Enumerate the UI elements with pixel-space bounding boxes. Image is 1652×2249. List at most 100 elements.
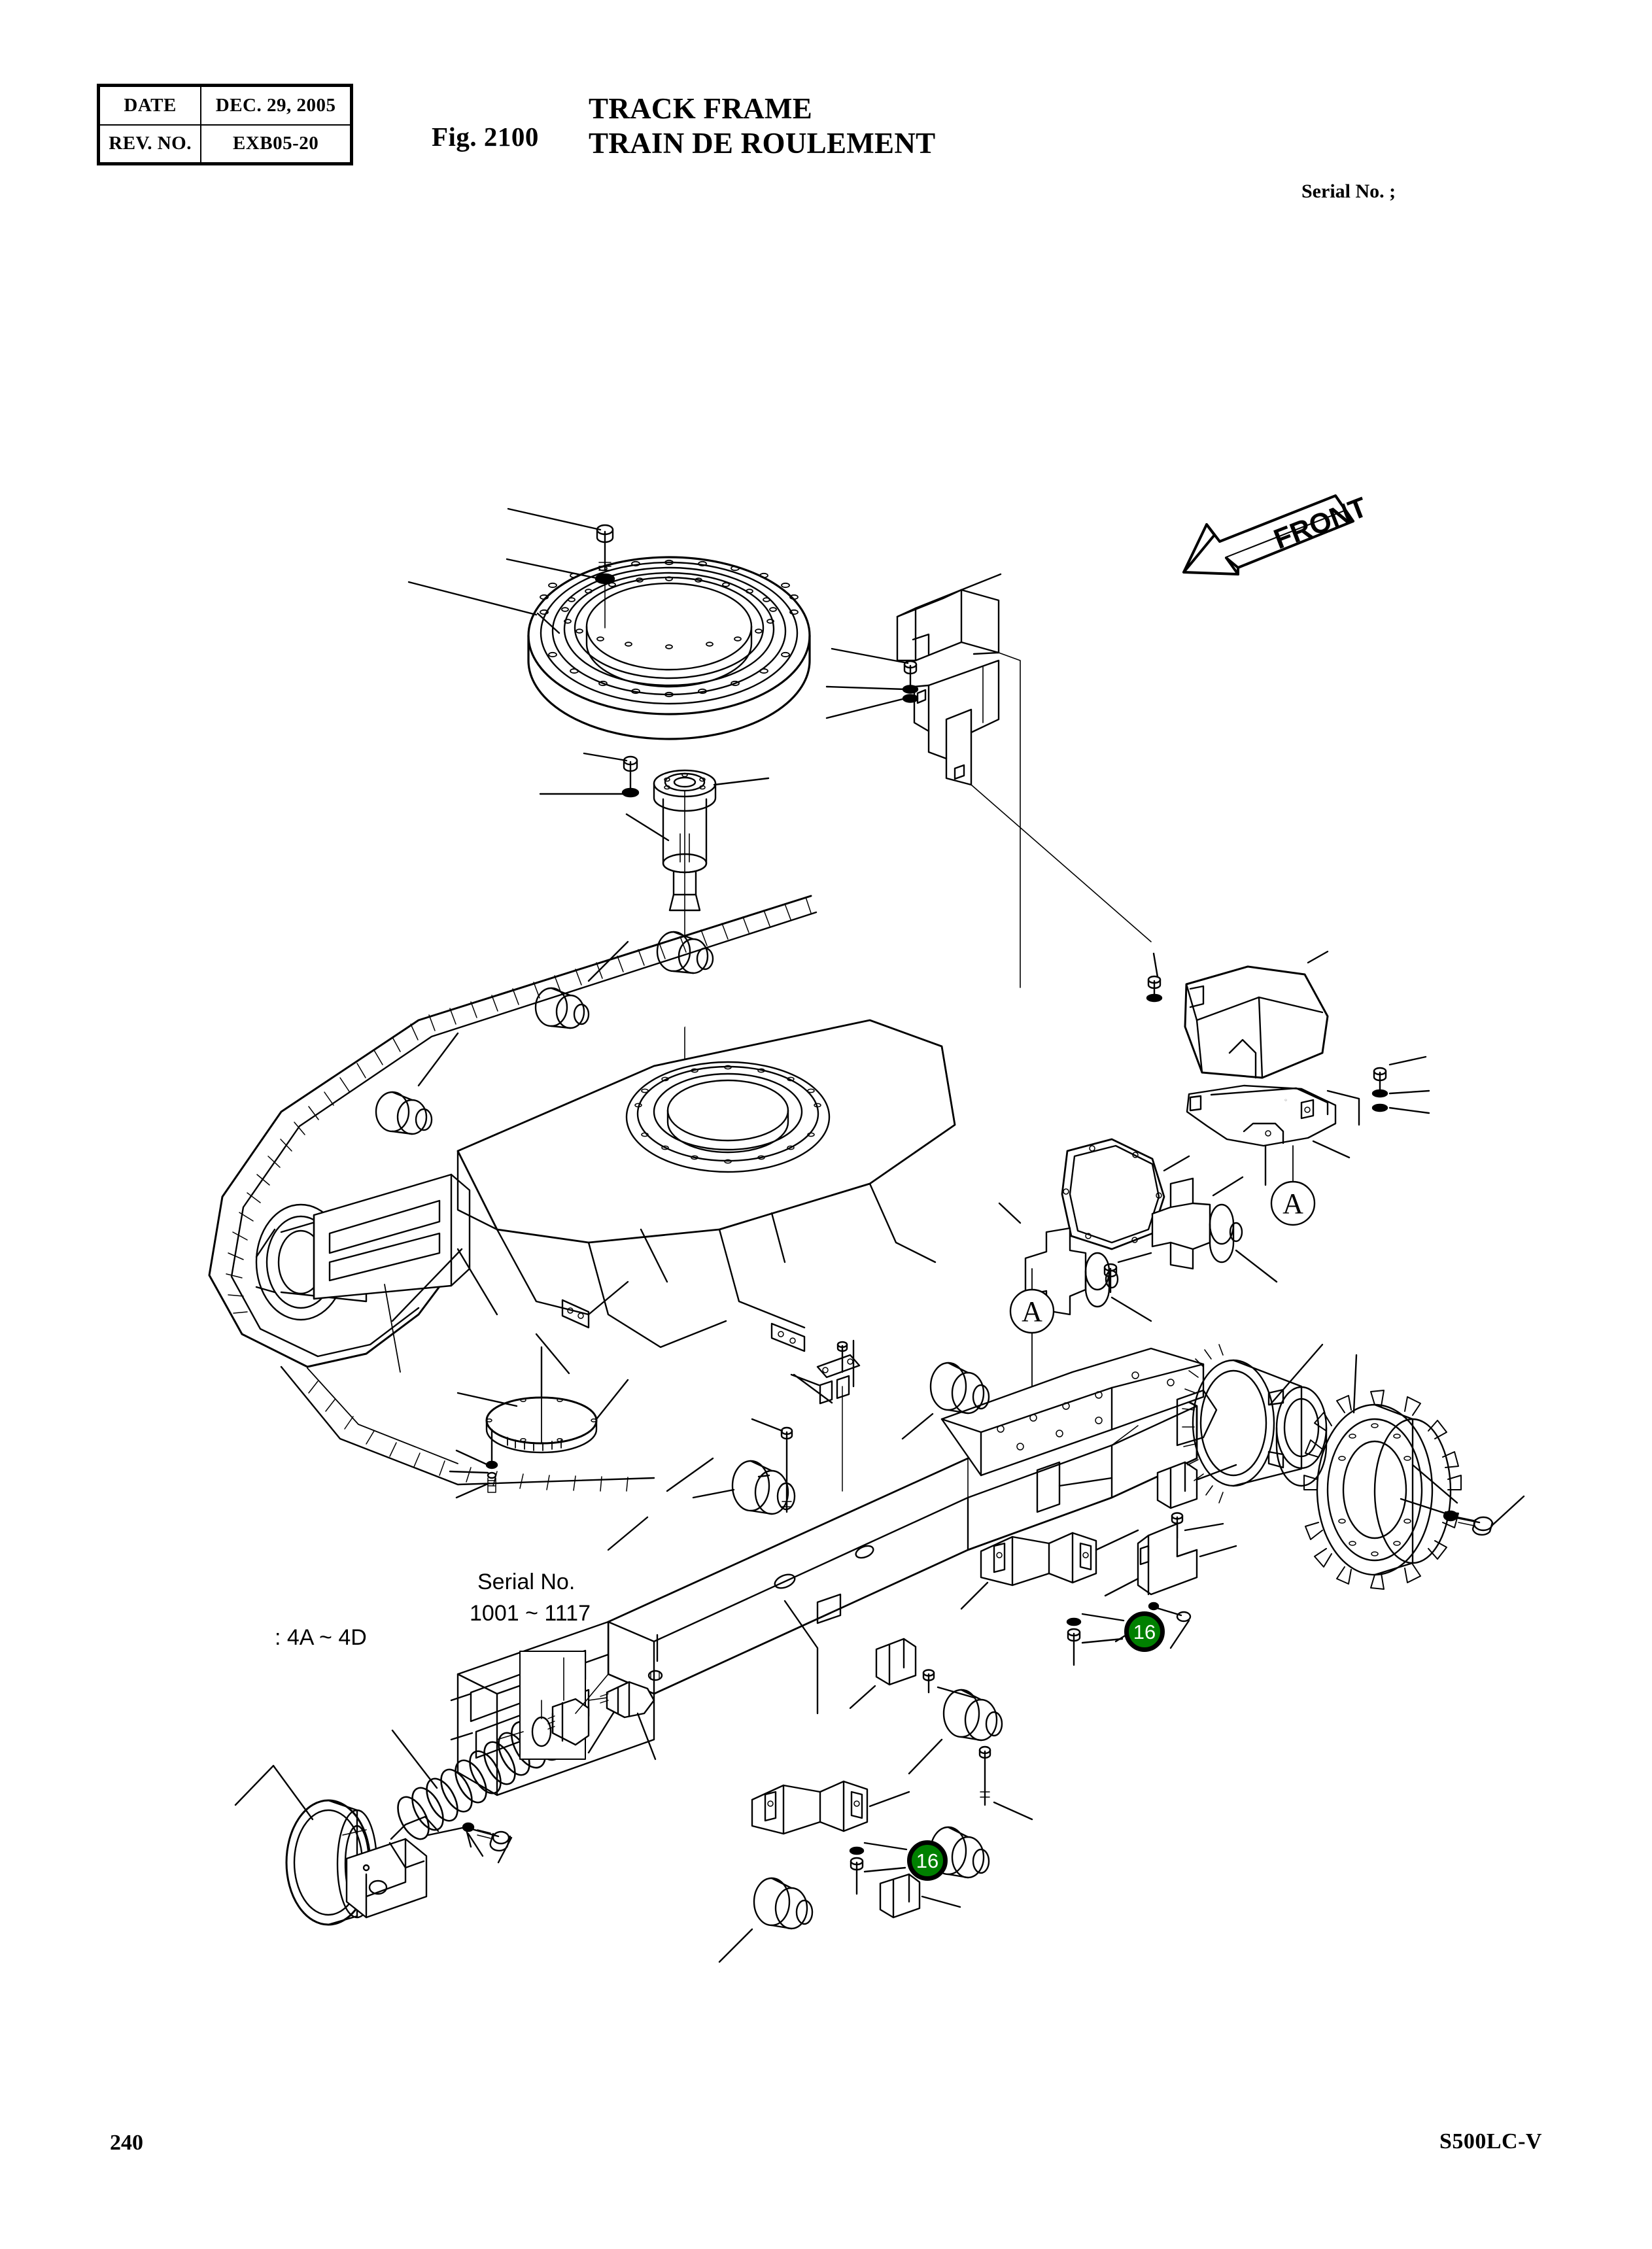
track-guard-bracket <box>751 1780 869 1835</box>
bolt-callout-16-b <box>849 1846 865 1895</box>
bolt-callout-16-a <box>1066 1617 1082 1666</box>
leader-line <box>456 1392 518 1407</box>
leader-line <box>1184 1522 1224 1532</box>
leader-line <box>937 1686 976 1699</box>
leader-line <box>583 752 628 762</box>
serial-no-label: Serial No. ; <box>1301 180 1396 202</box>
variant-range-label: : 4A ~ 4D <box>275 1625 367 1650</box>
leader-line <box>456 1248 498 1316</box>
leader-line <box>1152 952 1159 978</box>
leader-line <box>1411 1464 1458 1504</box>
leader-line <box>1388 1107 1430 1114</box>
leader-line <box>625 813 670 842</box>
carrier-roller <box>656 931 714 974</box>
callout-badge-16-upper[interactable]: 16 <box>1124 1611 1165 1652</box>
bracket-bolt-right <box>1371 1067 1388 1112</box>
support-bracket-plate <box>1186 1084 1337 1147</box>
leader-line <box>1197 1464 1237 1481</box>
grease-cylinder-detail-box <box>519 1651 590 1760</box>
leader-line <box>825 685 906 691</box>
leader-line <box>455 1482 490 1499</box>
leader-line <box>587 940 629 982</box>
leader-line <box>863 1842 908 1851</box>
leader-line <box>908 1738 943 1775</box>
guard-plate <box>1156 1461 1198 1509</box>
table-row: DATE DEC. 29, 2005 <box>97 84 353 126</box>
leader-line <box>1269 1343 1324 1406</box>
cover-plate-bolt <box>485 1428 498 1493</box>
swivel-joint <box>653 769 717 1080</box>
leader-line <box>692 1488 735 1499</box>
leader-line <box>1312 1140 1351 1159</box>
leader-line <box>993 1801 1033 1821</box>
final-drive-motor <box>1182 1344 1328 1503</box>
guard-bolt <box>922 1669 935 1694</box>
leader-line <box>234 1764 275 1806</box>
leader-line <box>783 1600 819 1715</box>
leader-line <box>751 1418 783 1432</box>
detail-serial-range: 1001 ~ 1117 <box>470 1601 591 1626</box>
svg-text:A: A <box>1282 1188 1303 1220</box>
idler-yoke <box>345 1838 428 1919</box>
leader-line <box>960 1581 989 1610</box>
sprocket-bolt <box>1443 1510 1494 1536</box>
track-roller <box>942 1689 1003 1742</box>
leader-line <box>1212 1176 1244 1197</box>
leader-line <box>1388 1056 1427 1066</box>
upper-right-guard <box>896 589 1000 662</box>
leader-line <box>1388 1090 1430 1095</box>
travel-motor-right <box>1151 1177 1243 1270</box>
leader-line <box>831 647 909 664</box>
mid-travel-motor <box>1024 1227 1119 1316</box>
leader-line <box>1307 950 1329 964</box>
revision-table: DATE DEC. 29, 2005 REV. NO. EXB05-20 <box>97 84 353 165</box>
page-title: TRACK FRAME TRAIN DE ROULEMENT <box>589 92 935 161</box>
guard-plate-lower <box>879 1873 921 1919</box>
frame-link-plate <box>816 1354 861 1405</box>
leader-line <box>1235 1249 1278 1283</box>
model-code: S500LC-V <box>1439 2129 1542 2154</box>
page-number: 240 <box>110 2131 143 2155</box>
upper-right-bracket <box>913 659 1000 786</box>
leader-line <box>1163 1155 1190 1172</box>
leader-line <box>391 1248 463 1322</box>
carrier-roller <box>375 1091 433 1135</box>
frame-stud <box>836 1341 848 1492</box>
swing-bearing-bolt <box>594 524 615 628</box>
swing-bearing-ring <box>527 556 811 740</box>
leader-line <box>535 1333 570 1375</box>
leader-line <box>407 581 538 616</box>
leader-line <box>1491 1495 1525 1526</box>
leader-line <box>869 1791 910 1808</box>
swivel-bolt <box>621 755 640 798</box>
leader-line <box>496 1731 524 1740</box>
drive-sprocket <box>1303 1390 1462 1590</box>
detail-serial-label: Serial No. <box>477 1570 576 1594</box>
rev-no-value: EXB05-20 <box>200 124 353 165</box>
track-guard-bracket <box>980 1532 1097 1587</box>
lower-right-bracket <box>1137 1522 1198 1596</box>
leader-line <box>497 1836 513 1864</box>
lower-right-bolt <box>1148 1602 1192 1622</box>
track-roller <box>929 1362 990 1415</box>
title-french: TRAIN DE ROULEMENT <box>589 127 936 160</box>
leader-line <box>1058 1477 1113 1487</box>
leader-line <box>1104 1577 1139 1597</box>
leader-line <box>449 1470 489 1474</box>
grease-fitting <box>600 1670 663 1719</box>
leader-line <box>507 507 602 531</box>
callout-badge-16-lower[interactable]: 16 <box>907 1840 948 1881</box>
elliptical-cover-plate <box>485 1396 598 1454</box>
leader-line <box>1117 1252 1152 1263</box>
leader-line <box>272 1764 314 1821</box>
leader-line <box>713 777 770 786</box>
leader-line <box>849 1685 876 1709</box>
leader-line <box>1095 1529 1139 1551</box>
leader-line <box>427 1826 472 1848</box>
guard-plate <box>875 1638 917 1686</box>
leader-line <box>391 1729 438 1789</box>
leader-line <box>971 784 1152 942</box>
guard-bolt-upper <box>902 660 919 703</box>
leader-line <box>536 612 560 634</box>
